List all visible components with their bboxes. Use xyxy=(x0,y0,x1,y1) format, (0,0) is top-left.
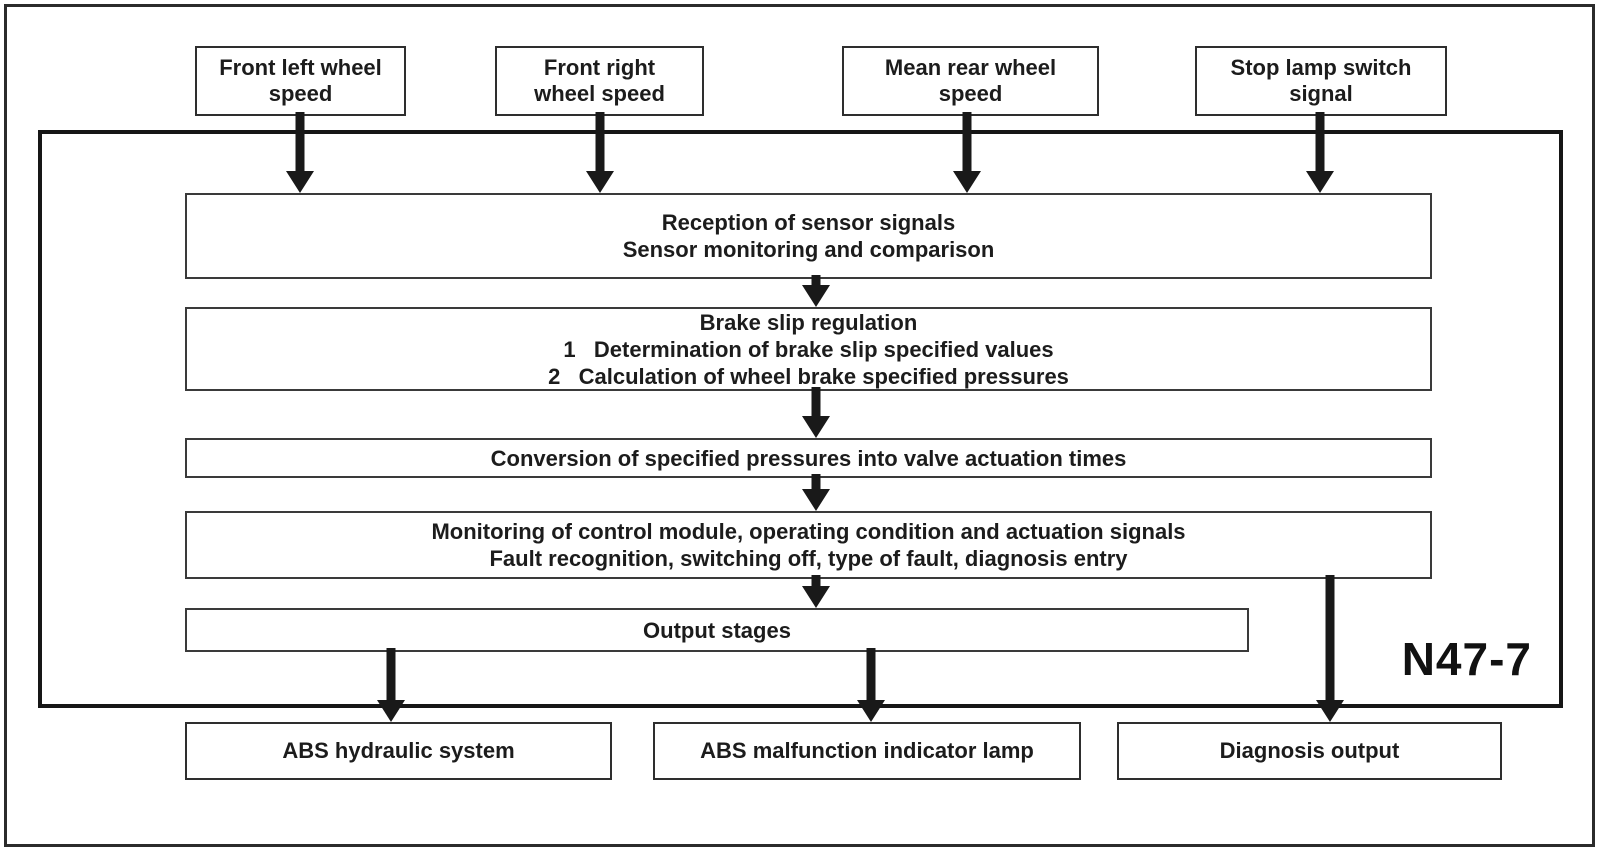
arrow-stem xyxy=(811,387,821,418)
arrow-head-icon xyxy=(802,416,830,438)
arrow-to-abs-malfunction-lamp xyxy=(857,648,885,722)
arrow-head-icon xyxy=(1316,700,1344,722)
output-box-diagnosis-output: Diagnosis output xyxy=(1117,722,1502,780)
arrow-stem xyxy=(811,474,821,491)
arrow-head-icon xyxy=(1306,171,1334,193)
arrow-head-icon xyxy=(802,489,830,511)
output-box-abs-hydraulic-system: ABS hydraulic system xyxy=(185,722,612,780)
arrow-head-icon xyxy=(802,586,830,608)
arrow-head-icon xyxy=(377,700,405,722)
arrow-head-icon xyxy=(802,285,830,307)
arrow-head-icon xyxy=(953,171,981,193)
arrow-front-right-input xyxy=(586,112,614,193)
arrow-stem xyxy=(1315,112,1325,173)
output-box-abs-malfunction-indicator-lamp: ABS malfunction indicator lamp xyxy=(653,722,1081,780)
arrow-front-left-input xyxy=(286,112,314,193)
arrow-conversion-to-monitoring xyxy=(802,474,830,511)
arrow-mean-rear-input xyxy=(953,112,981,193)
arrow-reception-to-brake-slip xyxy=(802,275,830,307)
arrow-stem xyxy=(295,112,305,173)
input-box-stop-lamp-switch-signal: Stop lamp switch signal xyxy=(1195,46,1447,116)
control-module-boundary xyxy=(38,130,1563,708)
input-box-mean-rear-wheel-speed: Mean rear wheel speed xyxy=(842,46,1099,116)
process-box-brake-slip-regulation: Brake slip regulation 1 Determination of… xyxy=(185,307,1432,391)
arrow-head-icon xyxy=(586,171,614,193)
process-box-monitoring: Monitoring of control module, operating … xyxy=(185,511,1432,579)
arrow-stem xyxy=(962,112,972,173)
process-box-output-stages: Output stages xyxy=(185,608,1249,652)
arrow-stem xyxy=(595,112,605,173)
process-box-pressure-conversion: Conversion of specified pressures into v… xyxy=(185,438,1432,478)
input-box-front-right-wheel-speed: Front right wheel speed xyxy=(495,46,704,116)
arrow-head-icon xyxy=(857,700,885,722)
input-box-front-left-wheel-speed: Front left wheel speed xyxy=(195,46,406,116)
module-designation-label: N47-7 xyxy=(1401,633,1532,685)
arrow-stem xyxy=(811,275,821,287)
arrow-stem xyxy=(811,575,821,588)
arrow-head-icon xyxy=(286,171,314,193)
arrow-brake-slip-to-conversion xyxy=(802,387,830,438)
process-box-reception: Reception of sensor signals Sensor monit… xyxy=(185,193,1432,279)
arrow-monitoring-to-output-stages xyxy=(802,575,830,608)
arrow-stem xyxy=(866,648,876,702)
arrow-to-diagnosis-output xyxy=(1316,575,1344,722)
arrow-stop-lamp-input xyxy=(1306,112,1334,193)
arrow-stem xyxy=(1325,575,1335,702)
arrow-stem xyxy=(386,648,396,702)
arrow-to-abs-hydraulic-system xyxy=(377,648,405,722)
